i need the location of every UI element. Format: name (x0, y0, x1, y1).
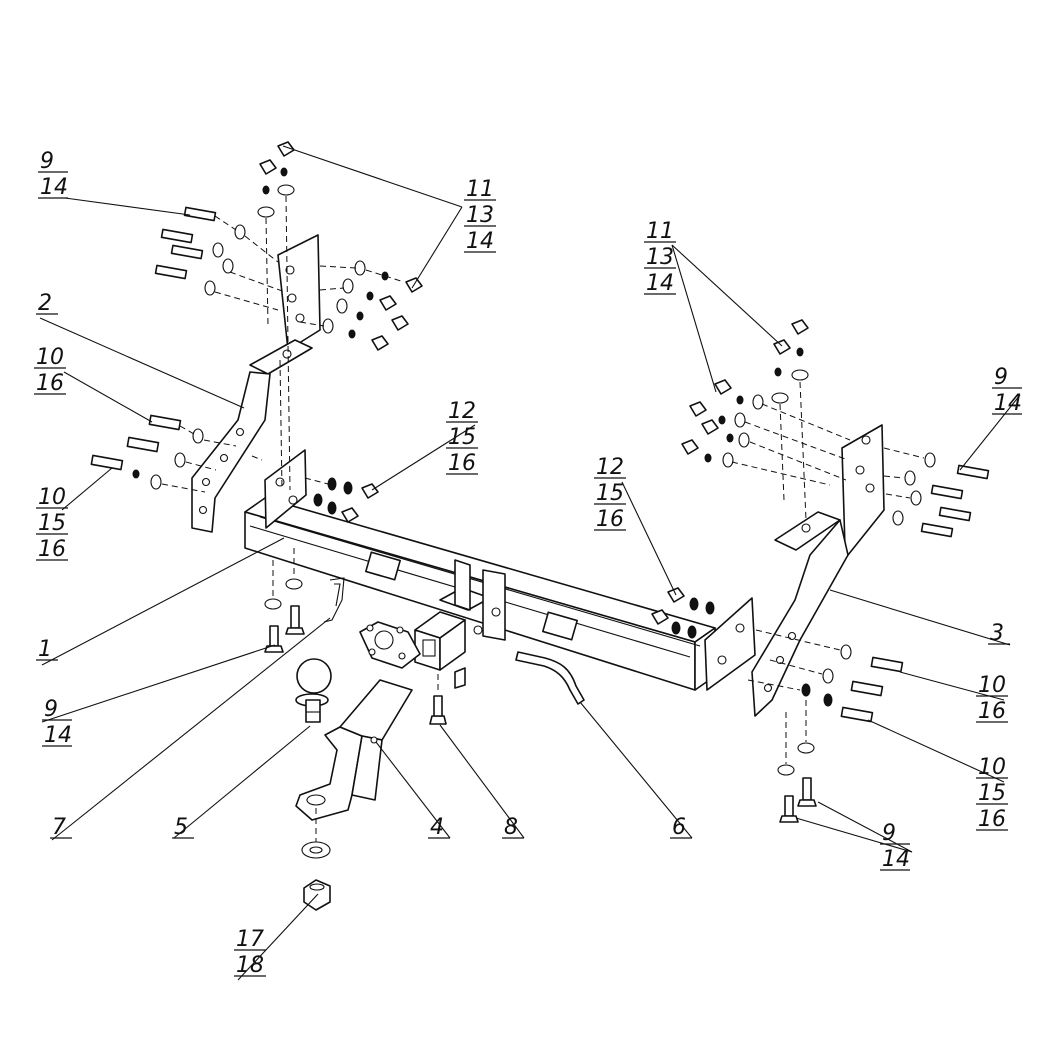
callout-number: 8 (504, 815, 518, 840)
callout-number: 9 (40, 149, 54, 174)
callout-number: 9 (994, 365, 1008, 390)
ball-washer-and-nut (301, 808, 331, 911)
bottom-bolt (429, 674, 447, 725)
left-lower-bolts (90, 414, 237, 493)
right-side-bracket (751, 424, 885, 717)
ball-mount-plate (359, 621, 421, 669)
callout-number: 16 (36, 371, 64, 396)
right-end-plate (704, 597, 756, 691)
callout-number: 2 (38, 291, 52, 316)
callout-c11: 4 (428, 815, 450, 840)
callout-number: 16 (448, 451, 476, 476)
callout-number: 18 (236, 953, 264, 978)
callout-number: 16 (596, 507, 624, 532)
callout-number: 9 (44, 697, 58, 722)
callout-number: 9 (882, 821, 896, 846)
callout-number: 12 (596, 455, 624, 480)
hitch-pin (515, 651, 585, 705)
left-side-bracket (191, 234, 321, 533)
receiver-housing (414, 559, 506, 689)
callout-c3: 2 (36, 291, 58, 316)
right-top-stud-stack (771, 319, 809, 521)
callout-number: 13 (646, 245, 674, 270)
callout-number: 15 (596, 481, 624, 506)
callout-c9: 7 (50, 815, 72, 840)
left-upper-bolts (154, 206, 286, 311)
callout-number: 3 (990, 621, 1004, 646)
callout-c12: 8 (502, 815, 524, 840)
callout-c17: 914 (992, 365, 1022, 416)
right-upper-bolts (883, 447, 990, 538)
callout-number: 17 (236, 927, 264, 952)
left-upper-nuts (299, 260, 423, 351)
callout-number: 14 (466, 229, 494, 254)
callout-number: 14 (40, 175, 68, 200)
callout-c8: 914 (42, 697, 72, 748)
callout-number: 10 (978, 755, 1006, 780)
callout-c10: 5 (172, 815, 194, 840)
callout-c7: 1 (36, 637, 58, 662)
callout-number: 1 (38, 637, 52, 662)
callout-number: 10 (38, 485, 66, 510)
left-end-nuts (251, 455, 379, 523)
callout-number: 16 (978, 699, 1006, 724)
callout-c1: 914 (38, 149, 68, 200)
callout-c21: 914 (880, 821, 910, 872)
callout-number: 16 (978, 807, 1006, 832)
callout-number: 12 (448, 399, 476, 424)
callout-number: 15 (448, 425, 476, 450)
left-top-stud-stack (257, 141, 295, 491)
right-end-nuts (651, 587, 715, 639)
callout-number: 10 (978, 673, 1006, 698)
lock-pin (323, 577, 345, 623)
left-bottom-vertical-bolts (264, 548, 305, 653)
callout-number: 14 (994, 391, 1022, 416)
callout-number: 15 (978, 781, 1006, 806)
callout-c18: 3 (988, 621, 1010, 646)
callout-number: 11 (466, 177, 494, 202)
right-upper-nuts (681, 379, 851, 486)
callout-number: 14 (44, 723, 72, 748)
callout-number: 10 (36, 345, 64, 370)
callout-number: 15 (38, 511, 66, 536)
callout-number: 6 (672, 815, 686, 840)
callout-number: 14 (882, 847, 910, 872)
callout-number: 4 (430, 815, 444, 840)
draw-bar (295, 679, 413, 821)
callout-number: 13 (466, 203, 494, 228)
callout-c13: 6 (670, 815, 692, 840)
callout-number: 7 (52, 815, 66, 840)
callout-number: 16 (38, 537, 66, 562)
callout-number: 5 (174, 815, 188, 840)
callout-number: 11 (646, 219, 674, 244)
right-lower-bolts (747, 629, 904, 723)
callout-number: 14 (646, 271, 674, 296)
right-bottom-vertical-bolts (777, 690, 817, 823)
tow-ball (295, 658, 332, 723)
